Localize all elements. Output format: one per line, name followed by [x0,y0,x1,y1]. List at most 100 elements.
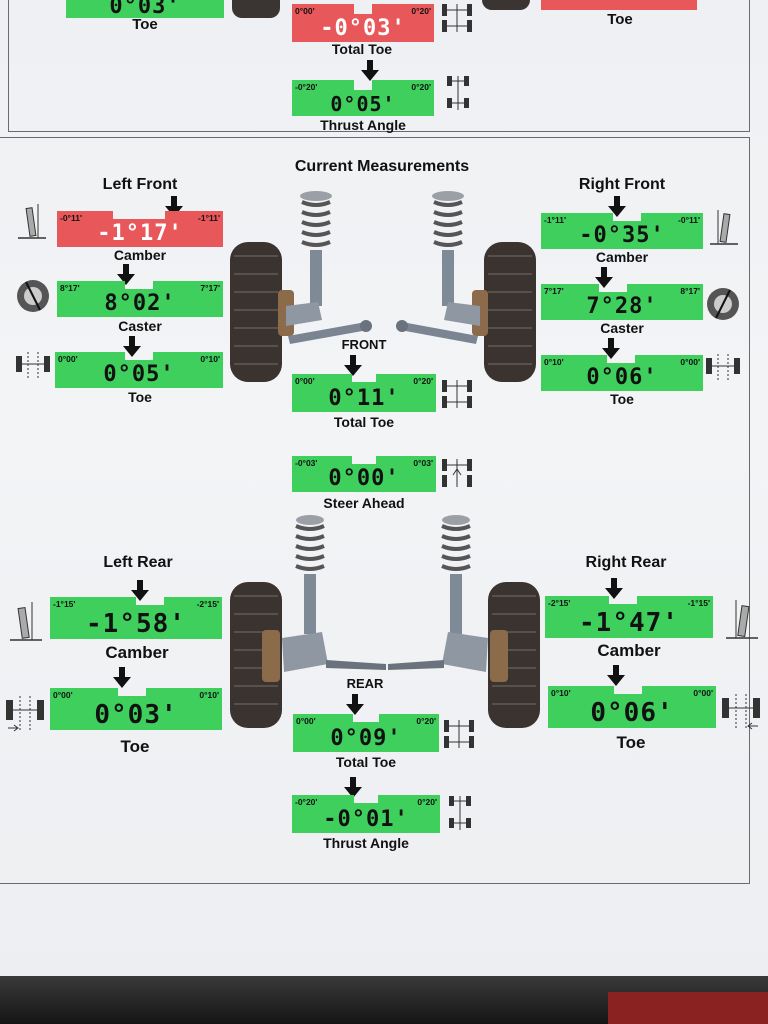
left-front-toe-label: Toe [128,389,152,405]
steer-ahead-gauge: -0°03' 0°03' 0°00' [292,456,436,492]
right-rear-camber-gauge: -2°15' -1°15' -1°47' [545,596,713,638]
gauge-min: -0°20' [295,82,318,92]
top-right-toe-label: Toe [607,11,633,28]
camber-diagram-icon [18,204,46,239]
thrust-angle-diagram-icon [447,76,469,110]
rear-total-toe-gauge: 0°00' 0°20' 0°09' [293,714,439,752]
left-rear-camber-label: Camber [105,643,169,662]
arrow-down-icon [602,338,620,359]
arrow-down-icon [113,667,131,688]
total-toe-diagram-icon [442,380,472,408]
previous-measurements-panel [8,0,750,132]
rear-label: REAR [346,676,384,691]
gauge-value: 0°09' [330,726,402,751]
gauge-min: 0°00' [295,6,315,16]
front-suspension-illustration [230,191,536,382]
top-total-toe-gauge: 0°00' 0°20' -0°03' [292,4,434,42]
gauge-max: 0°20' [417,797,437,807]
gauge-min: -1°11' [544,215,566,225]
gauge-value: 0°06' [586,365,658,390]
gauge-value: 0°11' [328,386,400,411]
gauge-min: 0°00' [295,376,315,386]
arrow-down-icon [361,60,379,81]
left-front-camber-label: Camber [113,247,167,263]
right-rear-camber-label: Camber [597,641,661,660]
gauge-max: -1°11' [198,213,220,223]
total-toe-diagram-icon [442,4,472,32]
gauge-value: -0°35' [579,223,665,248]
gauge-max: 8°17' [680,286,700,296]
rear-suspension-illustration [230,515,540,728]
left-front-title: Left Front [102,176,178,193]
tire-icon [232,0,280,18]
right-front-toe-gauge: 0°10' 0°00' 0°06' [541,355,703,391]
thrust-angle-diagram-icon [449,796,471,830]
left-rear-toe-label: Toe [120,737,150,756]
left-rear-camber-gauge: -1°15' -2°15' -1°58' [50,597,222,639]
caster-diagram-icon [17,280,49,312]
gauge-max: -1°15' [687,598,710,608]
gauge-value: -1°47' [579,608,679,638]
gauge-min: -1°15' [53,599,76,609]
gauge-max: 7°17' [200,283,220,293]
front-label: FRONT [341,337,387,352]
gauge-value: 0°03' [109,0,181,19]
gauge-min: 8°17' [60,283,80,293]
page-title: Current Measurements [294,158,470,175]
gauge-value: -0°01' [323,807,409,832]
caster-diagram-icon [707,288,739,320]
top-total-toe-label: Total Toe [331,41,393,57]
arrow-down-icon [131,580,149,601]
gauge-value: 7°28' [586,294,658,319]
gauge-value: 0°06' [590,698,674,728]
front-total-toe-gauge: 0°00' 0°20' 0°11' [292,374,436,412]
top-right-toe-gauge [541,0,697,10]
steer-ahead-label: Steer Ahead [323,495,405,511]
left-front-camber-gauge: -0°11' -1°11' -1°17' [57,211,223,247]
arrow-down-icon [605,578,623,599]
toe-diagram-icon [6,696,44,732]
gauge-max: 0°20' [411,6,431,16]
arrow-down-icon [165,196,183,217]
gauge-min: -0°20' [295,797,318,807]
left-rear-title: Left Rear [103,554,173,571]
left-front-toe-gauge: 0°00' 0°10' 0°05' [55,352,223,388]
right-rear-toe-label: Toe [616,733,646,752]
gauge-max: -2°15' [196,599,219,609]
camber-diagram-icon [10,602,42,641]
gauge-min: 0°00' [296,716,316,726]
gauge-value: 8°02' [104,291,176,316]
arrow-down-icon [123,336,141,357]
gauge-value: 0°05' [330,92,396,116]
arrow-down-icon [346,694,364,715]
gauge-min: 7°17' [544,286,564,296]
toe-diagram-icon [722,694,760,730]
right-front-toe-label: Toe [610,391,634,407]
gauge-max: -0°11' [678,215,700,225]
toe-diagram-icon [706,354,740,380]
right-rear-toe-gauge: 0°10' 0°00' 0°06' [548,686,716,728]
gauge-max: 0°00' [680,357,700,367]
gauge-value: -1°17' [97,221,183,246]
background-object [608,992,768,1024]
gauge-max: 0°20' [411,82,431,92]
gauge-min: 0°00' [53,690,73,700]
gauge-min: -0°11' [60,213,82,223]
arrow-down-icon [344,777,362,798]
gauge-max: 0°10' [200,354,220,364]
tire-icon [482,0,530,10]
right-rear-title: Right Rear [585,554,667,571]
right-front-title: Right Front [578,176,666,193]
rear-total-toe-label: Total Toe [335,754,397,770]
top-left-toe-gauge: 0°03' [66,0,224,18]
right-front-camber-label: Camber [595,249,649,265]
gauge-value: -0°03' [320,16,406,41]
arrow-down-icon [595,267,613,288]
gauge-max: 0°10' [199,690,219,700]
rear-thrust-angle-label: Thrust Angle [323,835,409,851]
gauge-max: 0°00' [693,688,713,698]
total-toe-diagram-icon [444,720,474,748]
gauge-value: -1°58' [86,609,186,639]
left-front-caster-gauge: 8°17' 7°17' 8°02' [57,281,223,317]
steer-ahead-diagram-icon [442,459,472,487]
